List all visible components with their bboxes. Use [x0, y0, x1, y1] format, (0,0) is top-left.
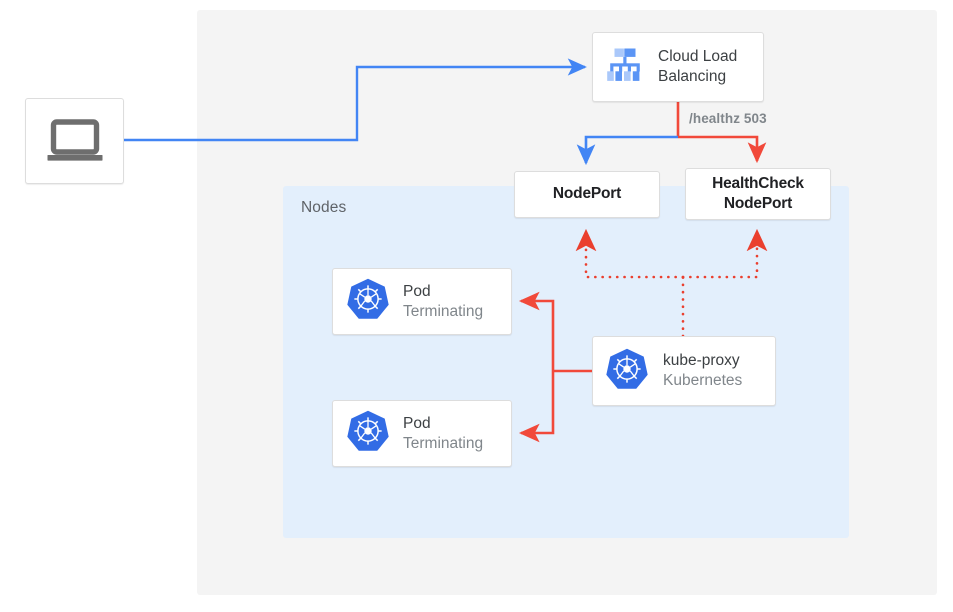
nodes-region-label: Nodes: [301, 199, 347, 216]
client-device-box: [25, 98, 124, 184]
kube-proxy-subtitle: Kubernetes: [663, 372, 743, 389]
kubernetes-icon: [346, 409, 390, 458]
kube-proxy-labels: kube-proxy Kubernetes: [663, 351, 742, 390]
nodeport-label: NodePort: [552, 185, 622, 203]
cloud-load-balancing-title-line2: Balancing: [658, 68, 727, 85]
kube-proxy-title: kube-proxy: [663, 352, 740, 370]
pod-1-title: Pod: [403, 282, 431, 300]
pod-2-title: Pod: [403, 414, 431, 432]
pod-box-2: Pod Terminating: [332, 400, 512, 467]
healthcheck-nodeport-labels: HealthCheck NodePort: [712, 174, 804, 214]
cloud-load-balancing-icon: [604, 45, 646, 90]
cloud-load-balancing-box: Cloud Load Balancing: [592, 32, 764, 102]
kubernetes-icon: [605, 347, 649, 396]
pod-2-subtitle: Terminating: [403, 434, 484, 452]
cloud-load-balancing-title-line1: Cloud Load: [658, 48, 738, 66]
laptop-icon: [46, 119, 104, 163]
nodeport-box: NodePort: [514, 171, 660, 218]
pod-1-subtitle: Terminating: [403, 302, 484, 320]
healthcheck-nodeport-label-line2: NodePort: [723, 195, 793, 212]
cloud-load-balancing-labels: Cloud Load Balancing: [658, 47, 737, 86]
pod-1-labels: Pod Terminating: [403, 282, 483, 321]
pod-2-labels: Pod Terminating: [403, 414, 483, 453]
pod-box-1: Pod Terminating: [332, 268, 512, 335]
kube-proxy-box: kube-proxy Kubernetes: [592, 336, 776, 406]
kubernetes-icon: [346, 277, 390, 326]
healthcheck-nodeport-box: HealthCheck NodePort: [685, 168, 831, 220]
healthcheck-nodeport-label-line1: HealthCheck: [712, 174, 804, 192]
healthz-edge-label: /healthz 503: [689, 111, 767, 126]
